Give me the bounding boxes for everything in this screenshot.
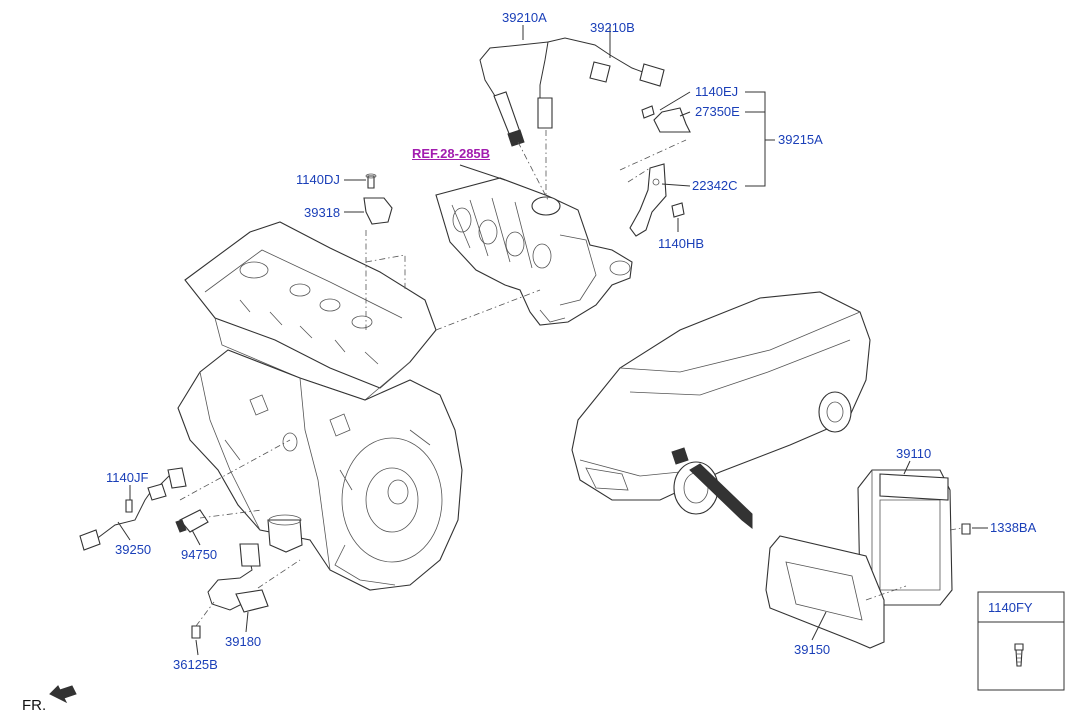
camshaft-position-sensor xyxy=(363,173,393,225)
label-36125B: 36125B xyxy=(173,657,218,672)
label-39110: 39110 xyxy=(896,446,932,461)
label-39150: 39150 xyxy=(794,642,831,657)
reference-label[interactable]: REF.28-285B xyxy=(412,146,491,161)
oxygen-sensor-39210B xyxy=(537,37,665,129)
knock-sensor-harness xyxy=(79,467,187,551)
engine-block xyxy=(177,221,463,591)
oxygen-sensor-39210A xyxy=(479,41,549,147)
oil-pressure-switch xyxy=(175,509,209,533)
front-orientation-label: FR. xyxy=(22,697,47,714)
label-22342C: 22342C xyxy=(692,178,738,193)
label-27350E: 27350E xyxy=(695,104,740,119)
label-1140HB: 1140HB xyxy=(658,236,705,251)
leader-lines xyxy=(117,25,988,656)
label-39210B: 39210B xyxy=(590,20,635,35)
label-1140EJ: 1140EJ xyxy=(695,84,739,99)
inset-label: 1140FY xyxy=(988,600,1033,615)
vehicle-illustration xyxy=(571,291,871,530)
exhaust-manifold xyxy=(435,177,633,326)
label-39180: 39180 xyxy=(225,634,262,649)
bolt-icon xyxy=(1014,643,1024,667)
label-39318: 39318 xyxy=(304,205,341,220)
label-39250: 39250 xyxy=(115,542,152,557)
crankshaft-position-sensor xyxy=(191,543,269,639)
ecm-bracket xyxy=(765,535,885,649)
assembly-guide-lines xyxy=(179,130,963,627)
label-94750: 94750 xyxy=(181,547,218,562)
label-1140DJ: 1140DJ xyxy=(296,172,340,187)
inset-box xyxy=(977,591,1065,691)
sensor-bracket xyxy=(629,105,691,237)
label-1140JF: 1140JF xyxy=(106,470,149,485)
label-39215A: 39215A xyxy=(778,132,823,147)
label-39210A: 39210A xyxy=(502,10,547,25)
front-arrow-icon xyxy=(49,685,77,704)
label-1338BA: 1338BA xyxy=(990,520,1037,535)
